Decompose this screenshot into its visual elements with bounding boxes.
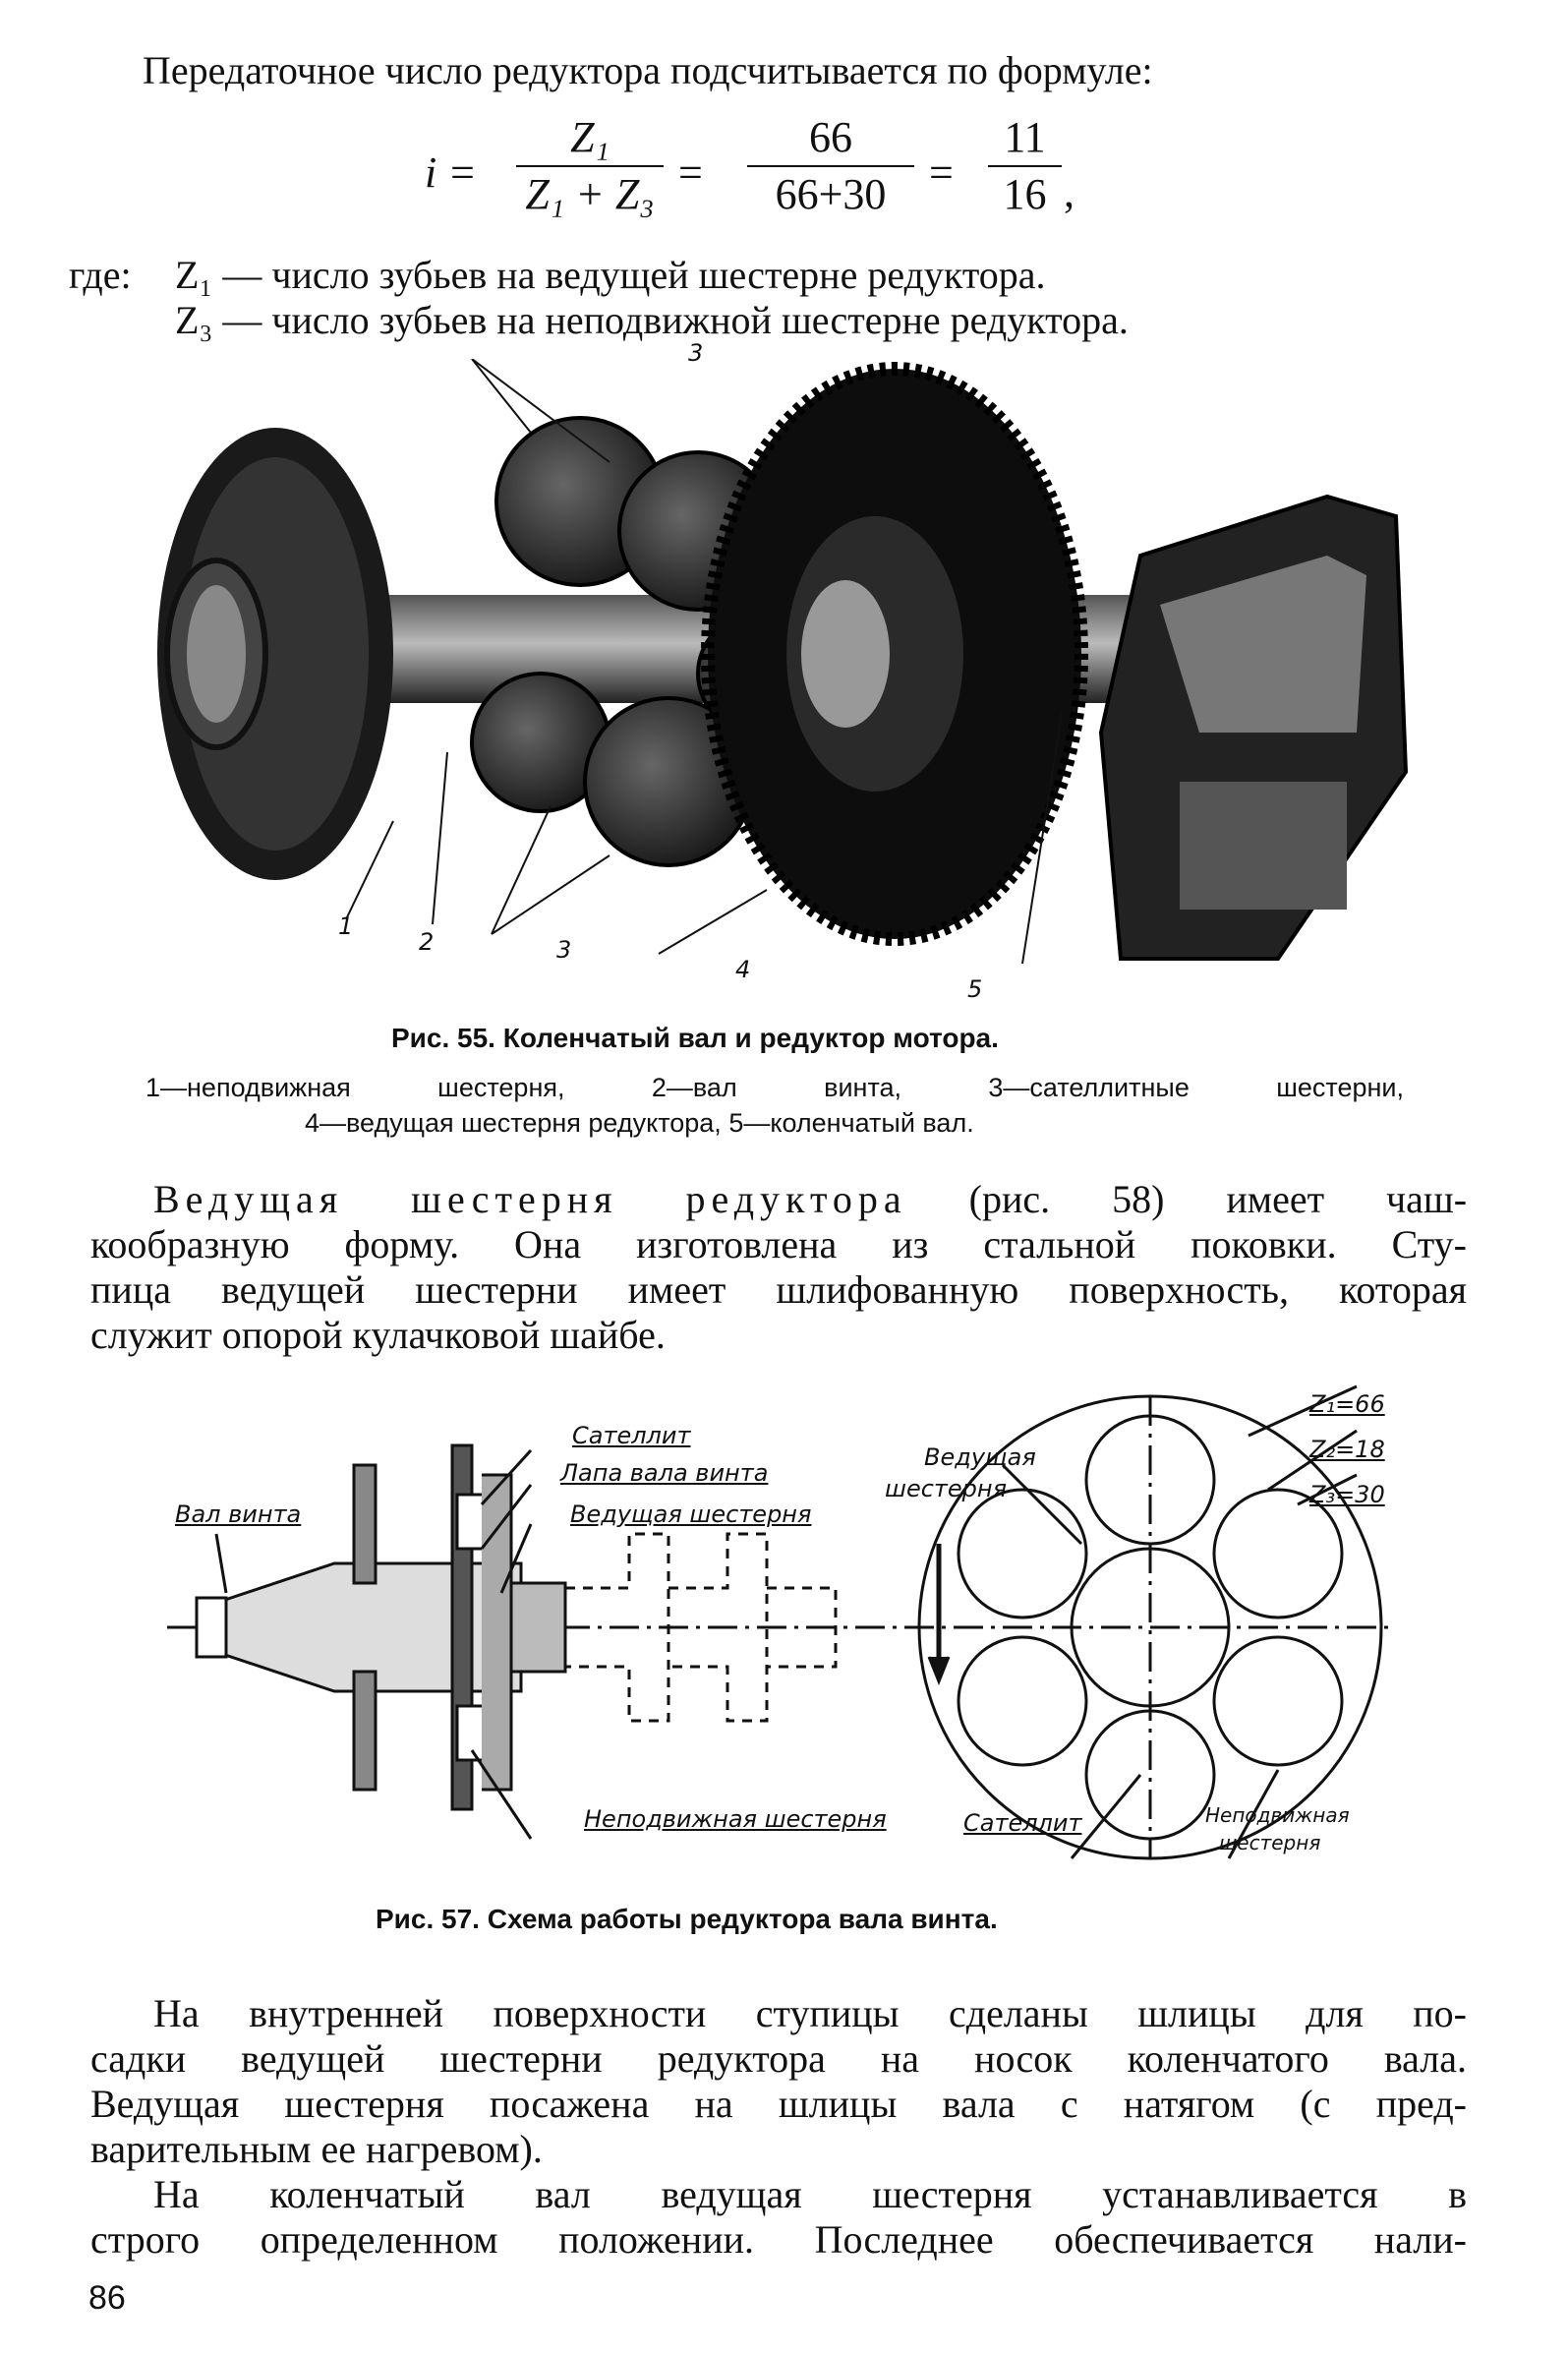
shaft-end (195, 1596, 228, 1659)
leader-paw (480, 1484, 533, 1550)
paragraph-3-line-2: строго определенном положении. Последнее… (90, 2217, 1467, 2262)
paragraph-1-line-1-rest: (рис. 58) имеет чаш- (968, 1177, 1468, 1221)
label-satellite-2: Сателлит (963, 1809, 1082, 1837)
formula-fraction-3: 11 16 (988, 110, 1062, 222)
formula-equals-1: = (678, 148, 703, 197)
where-line-2: Z₃ — число зубьев на неподвижной шестерн… (175, 298, 1129, 342)
paragraph-1-line-1: Ведущая шестерня редуктора (рис. 58) име… (90, 1177, 1467, 1222)
paragraph-1-line-4: служит опорой кулачковой шайбе. (90, 1313, 666, 1357)
scheme-driving-gear (482, 1473, 513, 1792)
where-prefix: где: (69, 253, 132, 297)
formula-comma: , (1064, 168, 1074, 216)
label-propeller-shaft: Вал винта (175, 1500, 302, 1528)
paragraph-1-line-2: кообразную форму. Она изготовлена из ста… (90, 1222, 1467, 1266)
figure-57-reducer-scheme (167, 1384, 1396, 1860)
paragraph-2: На внутренней поверхности ступицы сделан… (90, 1991, 1467, 2172)
scheme-crankshaft-dashed (565, 1532, 838, 1723)
callout-5: 5 (967, 975, 983, 1003)
intro-text: Передаточное число редуктора подсчитывае… (143, 48, 1153, 92)
label-z3: Z₃=30 (1309, 1481, 1385, 1508)
where-line-1: Z₁ — число зубьев на ведущей шестерне ре… (175, 253, 1046, 297)
formula-fraction-1: Z₁ Z₁ + Z₃ (516, 110, 664, 222)
label-fixed-gear: Неподвижная шестерня (584, 1805, 887, 1833)
paragraph-3: На коленчатый вал ведущая шестерня устан… (90, 2172, 1467, 2263)
fixed-gear-flange-top (352, 1463, 377, 1585)
figure-55-caption-line-2: 4—ведущая шестерня редуктора, 5—коленчат… (305, 1108, 974, 1138)
formula-equals-2: = (929, 148, 954, 197)
callout-4: 4 (735, 956, 751, 983)
label-z1: Z₁=66 (1309, 1390, 1385, 1418)
label-fixed-gear-2-line-2: шестерня (1219, 1831, 1321, 1854)
driving-gear (701, 362, 1088, 946)
fraction-1-numerator: Z₁ (516, 110, 664, 167)
fixed-gear (157, 428, 393, 880)
paragraph-2-line-3: Ведущая шестерня посажена на шлицы вала … (90, 2082, 1467, 2126)
fraction-2-denominator: 66+30 (775, 170, 887, 218)
label-driving-gear-2-line-1: Ведущая (924, 1443, 1036, 1471)
fixed-gear-flange-bottom (352, 1670, 377, 1792)
fraction-3-numerator: 11 (988, 110, 1062, 167)
label-satellite: Сателлит (572, 1422, 691, 1449)
paragraph-1-line-3: пица ведущей шестерни имеет шлифованную … (90, 1267, 1467, 1312)
paragraph-1: Ведущая шестерня редуктора (рис. 58) име… (90, 1177, 1467, 1358)
formula-lhs: i = (425, 148, 477, 197)
callout-2: 2 (419, 928, 435, 956)
label-shaft-paw: Лапа вала винта (560, 1459, 769, 1487)
formula-fraction-2: 66 66+30 (747, 110, 914, 222)
figure-57-caption: Рис. 57. Схема работы редуктора вала вин… (376, 1904, 998, 1934)
label-driving-gear: Ведущая шестерня (570, 1500, 812, 1528)
label-z2: Z₂=18 (1309, 1436, 1385, 1463)
paragraph-3-line-1: На коленчатый вал ведущая шестерня устан… (153, 2172, 1467, 2216)
figure-55-crankshaft-illustration (157, 359, 1409, 965)
planetary-diagram (904, 1384, 1396, 1860)
callout-lines (345, 359, 1063, 965)
label-fixed-gear-2-line-1: Неподвижная (1205, 1803, 1350, 1827)
figure-55-caption-line-1: 1—неподвижная шестерня, 2—вал винта, 3—с… (145, 1073, 1404, 1102)
fraction-3-denominator: 16 (1003, 170, 1047, 218)
figure-55-caption-title: Рис. 55. Коленчатый вал и редуктор мотор… (391, 1023, 999, 1053)
callout-3-top: 3 (688, 339, 704, 367)
crankshaft-cheek (1098, 494, 1409, 961)
fraction-1-denominator: Z₁ + Z₃ (525, 170, 655, 218)
paragraph-1-lead: Ведущая шестерня редуктора (153, 1177, 907, 1221)
leader-driving (499, 1523, 533, 1594)
paragraph-2-line-1: На внутренней поверхности ступицы сделан… (153, 1991, 1467, 2035)
callout-1: 1 (338, 912, 354, 940)
paragraph-2-line-2: садки ведущей шестерни редуктора на носо… (90, 2036, 1467, 2081)
callout-3-bottom: 3 (556, 936, 572, 964)
page-number: 86 (88, 2279, 126, 2317)
leader-fixed (470, 1749, 533, 1840)
fraction-2-numerator: 66 (747, 110, 914, 167)
leader-shaft (214, 1533, 228, 1594)
paragraph-2-line-4: варительным ее нагревом). (90, 2127, 543, 2171)
leader-satellite (480, 1448, 533, 1506)
scheme-driving-gear-hub (509, 1581, 567, 1674)
label-driving-gear-2-line-2: шестерня (885, 1475, 1008, 1502)
